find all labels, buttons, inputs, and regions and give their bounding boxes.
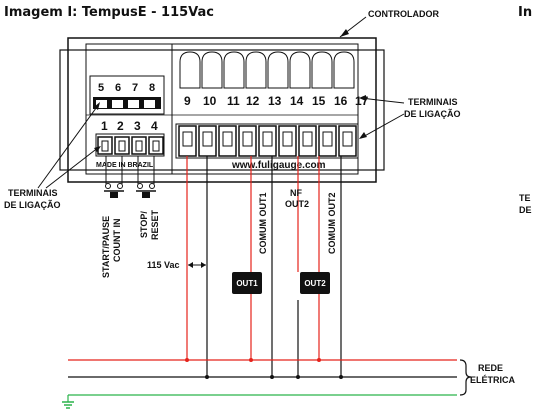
terminais-right-arrowhead-lower bbox=[359, 132, 367, 139]
cut-label-line1: TE bbox=[519, 193, 531, 203]
url-label: www.fuligauge.com bbox=[231, 160, 326, 171]
diagram-title: Imagem I: TempusE - 115Vac bbox=[4, 5, 214, 20]
terminal-number: 17 bbox=[355, 94, 369, 108]
comum-out1-label: COMUM OUT1 bbox=[258, 193, 268, 255]
junction-dots bbox=[185, 358, 343, 379]
upper-terminal-slot bbox=[128, 100, 139, 108]
eletrica-label: ELÉTRICA bbox=[470, 375, 516, 385]
upper-terminal-number: 5 bbox=[98, 82, 104, 94]
terminal-number: 13 bbox=[268, 94, 282, 108]
terminais-left-arrowhead-lower bbox=[94, 146, 101, 152]
upper-terminal-slot bbox=[144, 100, 155, 108]
cut-label-line2: DE bbox=[519, 205, 532, 215]
upper-terminal-slot bbox=[96, 100, 107, 108]
terminal-number: 15 bbox=[312, 94, 326, 108]
vac-arrowhead-left bbox=[188, 262, 193, 268]
controller-outer-frame bbox=[67, 37, 377, 183]
terminal-number: 10 bbox=[203, 94, 217, 108]
made-in-label: MADE IN BRAZIL bbox=[96, 162, 154, 169]
lower-left-terminals bbox=[95, 133, 165, 157]
terminal-number: 16 bbox=[334, 94, 348, 108]
stop-reset-pushbutton bbox=[136, 156, 156, 198]
terminal-number: 4 bbox=[151, 119, 158, 133]
ground-icon bbox=[62, 401, 74, 409]
out1-load-box: OUT1 bbox=[232, 272, 262, 294]
right-terminal-tabs bbox=[179, 51, 355, 89]
stop-label: STOP/ bbox=[139, 211, 149, 238]
start-pause-pushbutton bbox=[104, 156, 124, 198]
controller-side-flange bbox=[59, 49, 385, 171]
upper-terminal-housing bbox=[89, 75, 165, 115]
upper-terminal-number: 8 bbox=[149, 82, 155, 94]
upper-terminal-block: 5 6 7 8 bbox=[89, 75, 165, 115]
terminais-left-pointer-lower bbox=[45, 146, 100, 189]
controller-inner-frame bbox=[85, 43, 359, 175]
terminais-right-arrowhead-upper bbox=[359, 95, 366, 101]
terminais-right-pointer-lower bbox=[360, 113, 405, 139]
upper-terminal-number: 7 bbox=[132, 82, 138, 94]
terminais-right-line1: TERMINAIS bbox=[408, 97, 458, 107]
rede-brace bbox=[459, 359, 472, 396]
vac-label: 115 Vac bbox=[147, 260, 180, 270]
terminal-number: 3 bbox=[134, 119, 141, 133]
out2-load-box: OUT2 bbox=[300, 272, 330, 294]
lower-right-terminals bbox=[175, 123, 359, 159]
controller-body bbox=[59, 37, 385, 183]
vac-arrowhead-right bbox=[201, 262, 206, 268]
terminal-number: 2 bbox=[117, 119, 124, 133]
terminal-number: 9 bbox=[184, 94, 191, 108]
upper-terminal-slot bbox=[112, 100, 123, 108]
terminais-right-pointer-upper bbox=[360, 97, 405, 104]
terminais-left-arrowhead-upper bbox=[94, 102, 100, 110]
count-in-label: COUNT IN bbox=[112, 219, 122, 263]
nf-label: NF bbox=[290, 188, 302, 198]
nf-out2-label: OUT2 bbox=[285, 199, 309, 209]
terminais-left-pointer-upper bbox=[37, 103, 100, 189]
terminal-number: 14 bbox=[290, 94, 304, 108]
terminais-left-line1: TERMINAIS bbox=[8, 188, 58, 198]
terminal-number: 11 bbox=[227, 94, 240, 108]
out1-box-label: OUT1 bbox=[236, 279, 258, 288]
upper-terminal-number: 6 bbox=[115, 82, 121, 94]
controlador-arrowhead bbox=[340, 29, 349, 37]
right-title-fragment: In bbox=[518, 5, 532, 20]
terminal-number: 12 bbox=[246, 94, 260, 108]
controlador-label: CONTROLADOR bbox=[368, 9, 439, 19]
out2-box-label: OUT2 bbox=[304, 279, 326, 288]
right-terminal-numbers: 9 10 11 12 13 14 15 16 17 bbox=[184, 94, 369, 108]
terminais-left-line2: DE LIGAÇÃO bbox=[4, 200, 61, 210]
wiring bbox=[67, 156, 457, 402]
comum-out2-label: COMUM OUT2 bbox=[327, 193, 337, 255]
lower-left-numbers: 1 2 3 4 bbox=[101, 119, 158, 133]
reset-label: RESET bbox=[150, 209, 160, 240]
rede-label: REDE bbox=[478, 363, 503, 373]
start-pause-label: START/PAUSE bbox=[101, 216, 111, 278]
terminal-number: 1 bbox=[101, 119, 108, 133]
terminais-right-line2: DE LIGAÇÃO bbox=[404, 109, 461, 119]
